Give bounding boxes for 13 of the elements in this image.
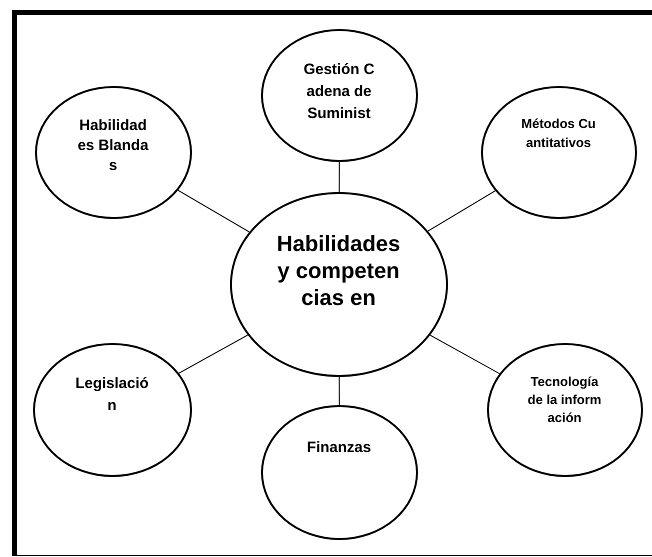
node-label: Habilidades y competencias en xyxy=(276,230,402,311)
connector-line xyxy=(338,162,340,192)
node-label: Gestión Cadena de Suminist xyxy=(303,60,375,124)
node-label: Legislación xyxy=(74,374,150,416)
node-label: Métodos Cuantitativos xyxy=(520,115,596,152)
connector-line xyxy=(428,190,496,232)
node-label: Finanzas xyxy=(306,438,372,458)
connector-line xyxy=(338,376,340,406)
node-label: Tecnología de la información xyxy=(526,373,602,427)
connector-line xyxy=(178,334,248,374)
connector-line xyxy=(430,334,500,374)
node-label: Habilidades Blandas xyxy=(76,116,150,176)
connector-line xyxy=(178,190,250,232)
